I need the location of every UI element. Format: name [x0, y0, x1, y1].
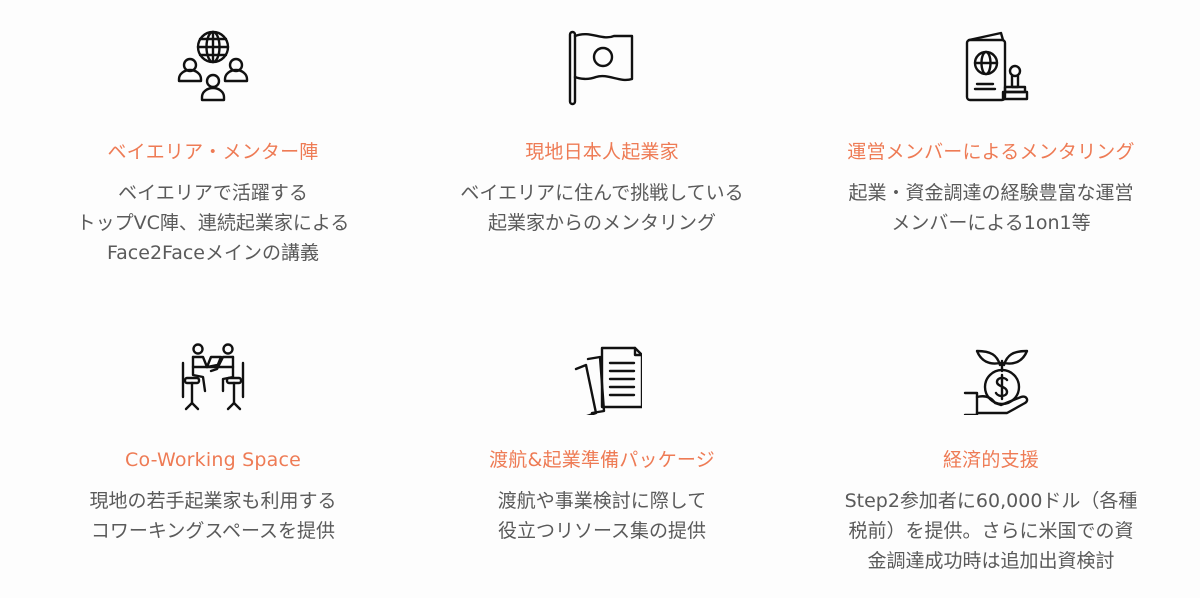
feature-title: 現地日本人起業家 [525, 141, 679, 163]
feature-title: ベイエリア・メンター陣 [107, 141, 319, 163]
feature-title: 運営メンバーによるメンタリング [847, 141, 1135, 163]
feature-financial-support: 経済的支援 Step2参加者に60,000ドル（各種 税前）を提供。さらに米国で… [796, 330, 1186, 576]
feature-local-japanese-entrepreneurs: 現地日本人起業家 ベイエリアに住んで挑戦している 起業家からのメンタリング [407, 22, 797, 238]
passport-stamp-icon [946, 22, 1036, 112]
coworking-desk-icon [168, 330, 258, 420]
globe-people-icon [168, 22, 258, 112]
feature-title: 経済的支援 [942, 449, 1039, 471]
feature-description: ベイエリアで活躍する トップVC陣、連続起業家による Face2Faceメインの… [76, 182, 350, 264]
feature-description: 起業・資金調達の経験豊富な運営 メンバーによる1on1等 [848, 182, 1134, 234]
money-plant-hand-icon [946, 330, 1036, 420]
feature-title: Co-Working Space [125, 449, 301, 471]
feature-operator-mentoring: 運営メンバーによるメンタリング 起業・資金調達の経験豊富な運営 メンバーによる1… [796, 22, 1186, 238]
japan-flag-icon [557, 22, 647, 112]
feature-title: 渡航&起業準備パッケージ [489, 449, 715, 471]
feature-description: ベイエリアに住んで挑戦している 起業家からのメンタリング [460, 182, 744, 234]
feature-coworking-space: Co-Working Space 現地の若手起業家も利用する コワーキングスペー… [18, 330, 408, 546]
documents-icon [557, 330, 647, 420]
feature-description: Step2参加者に60,000ドル（各種 税前）を提供。さらに米国での資 金調達… [844, 490, 1138, 572]
feature-description: 現地の若手起業家も利用する コワーキングスペースを提供 [89, 490, 337, 542]
feature-description: 渡航や事業検討に際して 役立つリソース集の提供 [497, 490, 707, 542]
feature-travel-startup-package: 渡航&起業準備パッケージ 渡航や事業検討に際して 役立つリソース集の提供 [407, 330, 797, 546]
feature-bay-area-mentors: ベイエリア・メンター陣 ベイエリアで活躍する トップVC陣、連続起業家による F… [18, 22, 408, 268]
